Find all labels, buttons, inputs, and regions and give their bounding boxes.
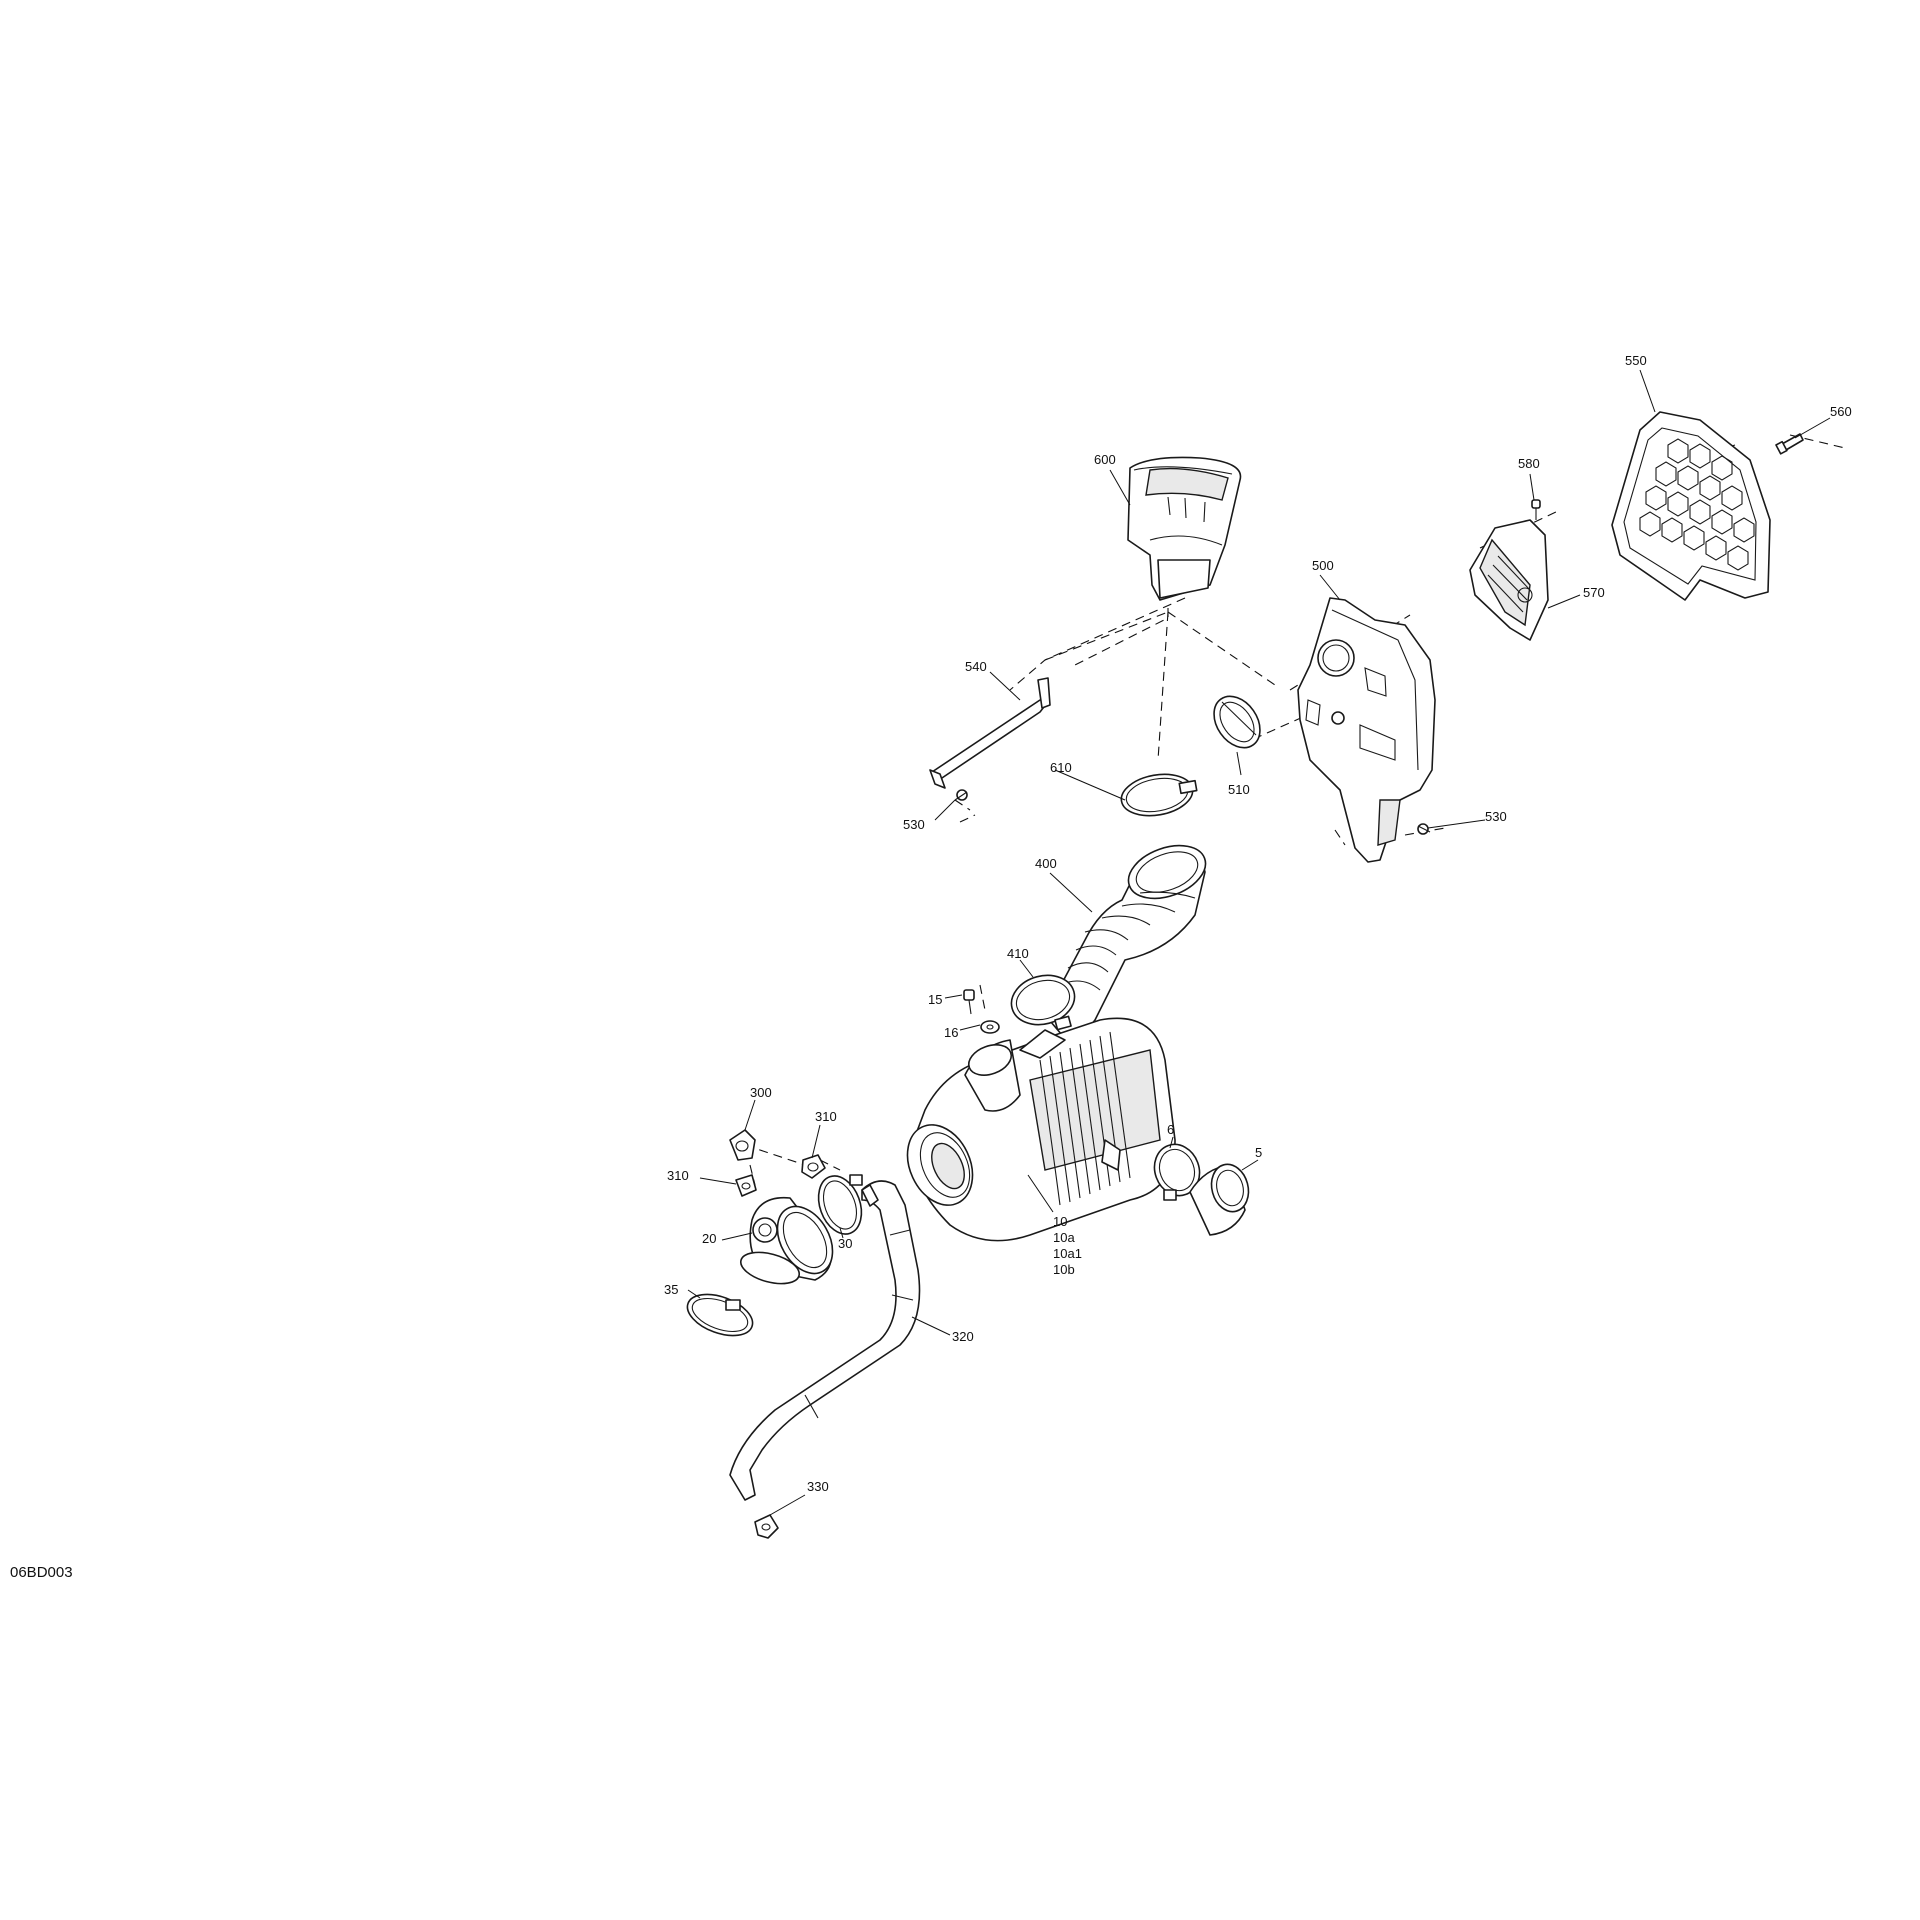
- callout-10a: 10a: [1053, 1230, 1075, 1245]
- part-10-airbox: [906, 1017, 1176, 1242]
- callout-570: 570: [1583, 585, 1605, 600]
- callout-5: 5: [1255, 1145, 1262, 1160]
- part-600-intake-duct: [1127, 456, 1242, 601]
- part-30-clamp: [817, 1174, 863, 1235]
- part-400-boot: [1044, 844, 1207, 1037]
- part-5-sleeve: [1189, 1163, 1250, 1236]
- part-610-clamp: [1120, 773, 1198, 817]
- callout-310-lower: 310: [667, 1168, 689, 1183]
- callout-6: 6: [1167, 1122, 1174, 1137]
- callout-530-right: 530: [1485, 809, 1507, 824]
- part-15-bolt: [963, 989, 975, 1015]
- callout-610: 610: [1050, 760, 1072, 775]
- callout-550: 550: [1625, 353, 1647, 368]
- callout-16: 16: [944, 1025, 958, 1040]
- callout-labels: 550 560 580 600 500 570 540 610 510 530 …: [664, 353, 1852, 1494]
- part-16-washer: [980, 1020, 1000, 1034]
- part-300-clip: [729, 1129, 756, 1161]
- callout-410: 410: [1007, 946, 1029, 961]
- callout-30: 30: [838, 1236, 852, 1251]
- part-500-bracket: [1297, 597, 1436, 863]
- part-410-clamp: [1010, 974, 1076, 1031]
- part-570-vent: [1469, 519, 1549, 641]
- part-550-grille: [1611, 411, 1771, 601]
- part-330-clip: [754, 1514, 779, 1539]
- callout-500: 500: [1312, 558, 1334, 573]
- part-540-rod: [929, 677, 1051, 789]
- callout-330: 330: [807, 1479, 829, 1494]
- part-510-ring: [1213, 695, 1261, 749]
- leader-lines: [687, 369, 1831, 1516]
- callout-580: 580: [1518, 456, 1540, 471]
- honeycomb-pattern: [1639, 438, 1755, 571]
- part-580-screw: [1531, 499, 1541, 520]
- part-530-bolt-left: [954, 789, 968, 801]
- callout-20: 20: [702, 1231, 716, 1246]
- callout-600: 600: [1094, 452, 1116, 467]
- callout-540: 540: [965, 659, 987, 674]
- part-320-hose: [729, 1180, 921, 1501]
- part-560-screw: [1775, 433, 1804, 455]
- callout-15: 15: [928, 992, 942, 1007]
- callout-35: 35: [664, 1282, 678, 1297]
- callout-320: 320: [952, 1329, 974, 1344]
- part-6-clamp: [1153, 1143, 1201, 1201]
- callout-300: 300: [750, 1085, 772, 1100]
- callout-530-left: 530: [903, 817, 925, 832]
- diagram-code: 06BD003: [10, 1564, 73, 1581]
- callout-510: 510: [1228, 782, 1250, 797]
- callout-400: 400: [1035, 856, 1057, 871]
- part-310-clip-lower: [735, 1174, 757, 1197]
- part-20-adapter: [739, 1196, 834, 1285]
- callout-10: 10: [1053, 1214, 1067, 1229]
- callout-310-upper: 310: [815, 1109, 837, 1124]
- part-310-clip-upper: [801, 1154, 826, 1179]
- part-35-clamp: [686, 1293, 754, 1337]
- callout-560: 560: [1830, 404, 1852, 419]
- callout-10b: 10b: [1053, 1262, 1075, 1277]
- part-530-bolt-right: [1417, 823, 1431, 835]
- callout-10a1: 10a1: [1053, 1246, 1082, 1261]
